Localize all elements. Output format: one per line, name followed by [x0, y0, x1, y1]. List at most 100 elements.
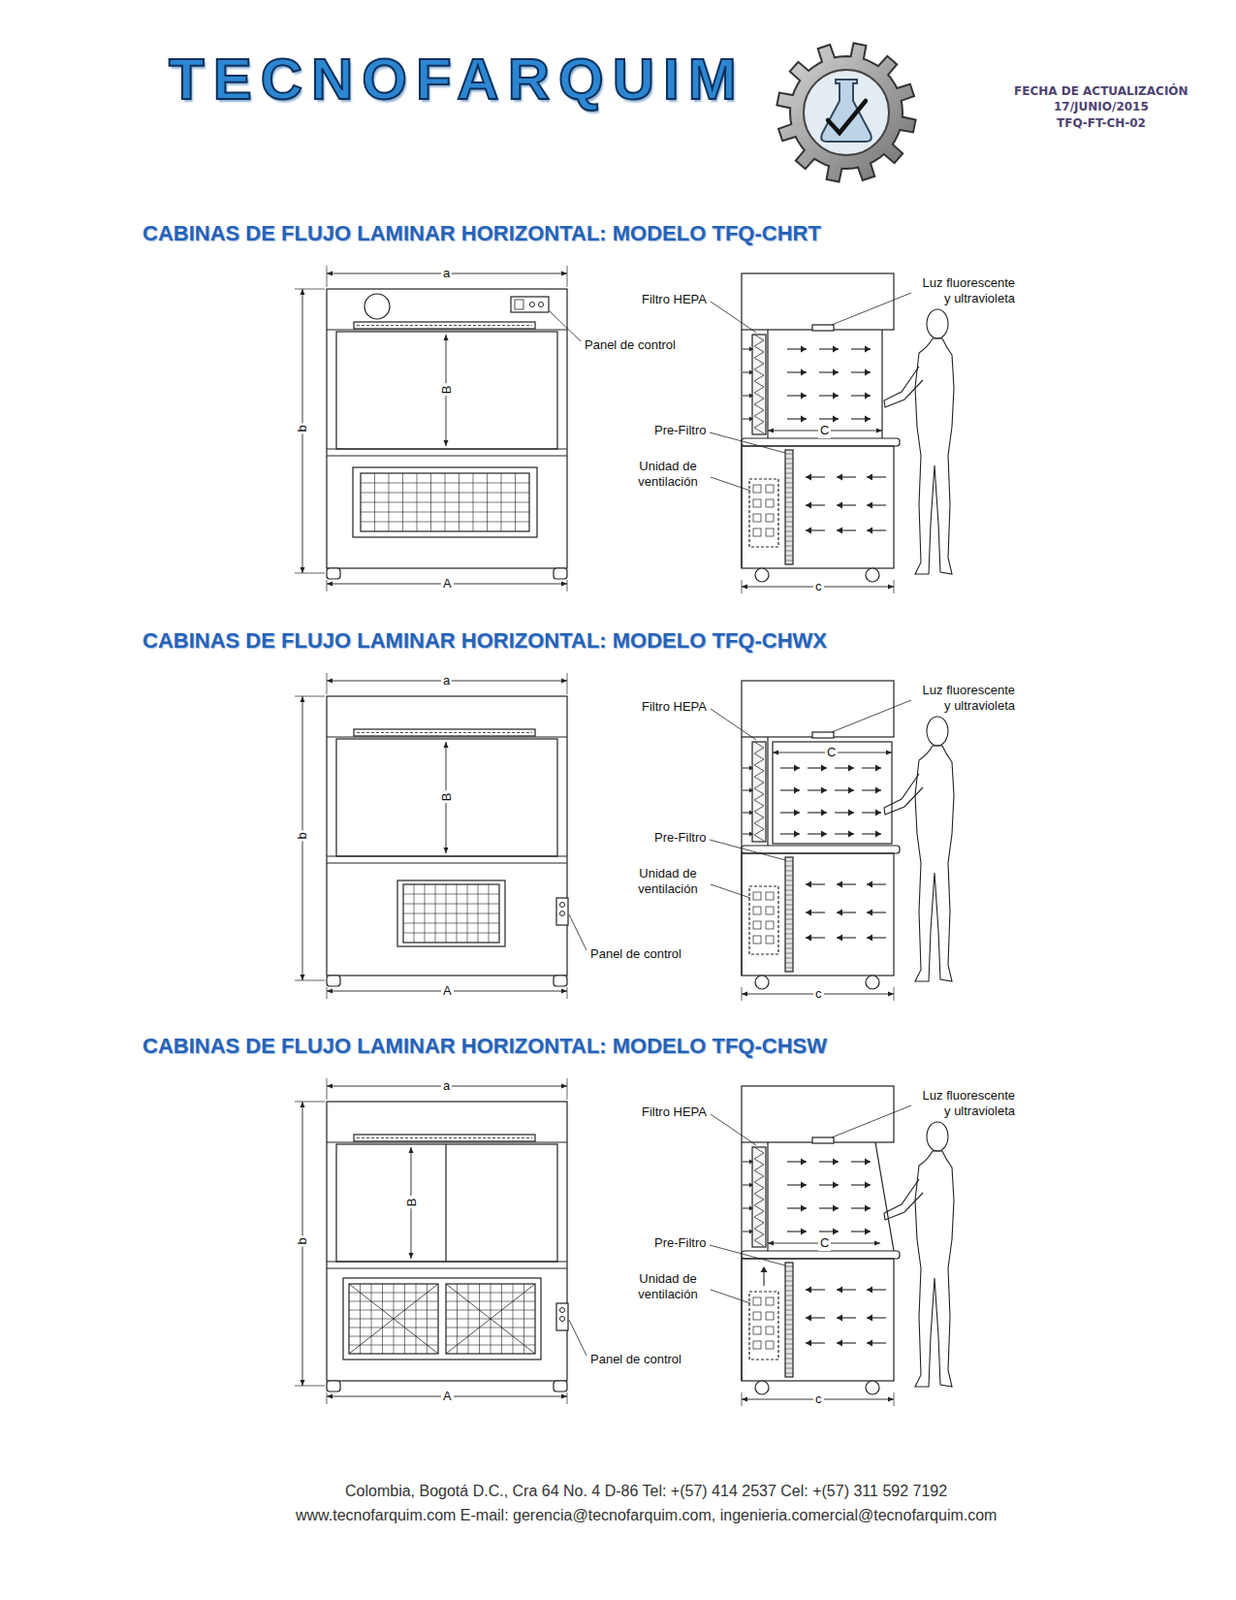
hepa-strip-line — [356, 1137, 533, 1139]
airflow-arrow-head — [866, 1339, 873, 1347]
dimension-label: C — [824, 744, 838, 761]
dimension-arrow — [876, 428, 883, 434]
pre-filter-hatch — [785, 1314, 793, 1316]
airflow-arrow-head — [832, 1158, 839, 1166]
wheel — [755, 568, 769, 582]
grille-cross — [348, 1283, 439, 1354]
hepa-strip — [353, 1134, 536, 1141]
wheel — [755, 1380, 769, 1395]
grille-line — [403, 913, 500, 915]
callout-label: Filtro HEPA — [641, 291, 707, 308]
pre-filter-hatch — [785, 555, 793, 557]
hepa-filter — [752, 334, 766, 435]
extension-line — [294, 572, 325, 574]
pre-filter-hatch — [785, 880, 793, 882]
airflow-arrow — [742, 812, 751, 814]
fan-vent — [753, 1326, 761, 1334]
fan-vent — [765, 1311, 774, 1320]
leader-line — [710, 301, 757, 333]
grille-line — [445, 1292, 536, 1294]
airflow-arrow-head — [800, 1158, 807, 1166]
grille-line — [403, 903, 500, 905]
pre-filter-hatch — [785, 904, 793, 906]
pre-filter-hatch — [785, 1372, 793, 1374]
dimension-arrow — [741, 1396, 748, 1402]
grille — [360, 473, 530, 532]
work-surface — [741, 438, 900, 446]
person-body — [915, 338, 954, 574]
airflow-arrow-head — [866, 502, 873, 509]
callout-label: Luz fluorescente y ultravioleta — [918, 682, 1015, 713]
extension-line — [294, 696, 325, 698]
pre-filter-hatch — [785, 889, 793, 891]
dimension-arrow — [741, 991, 748, 997]
dimension-arrow — [443, 741, 449, 748]
dimension-arrow — [326, 1083, 333, 1089]
dimension-arrow — [887, 991, 894, 997]
uv-lamp — [812, 324, 834, 331]
airflow-arrow-head — [866, 909, 873, 917]
grille-line — [348, 1292, 439, 1294]
airflow-arrow-head — [805, 909, 812, 917]
hepa-filter — [752, 1146, 766, 1247]
person-arm — [884, 1178, 923, 1220]
fan-vent — [753, 891, 761, 900]
extension-line — [294, 288, 325, 290]
dimension-label: A — [441, 575, 454, 592]
pre-filter-hatch — [785, 875, 793, 877]
dimension-label: c — [813, 985, 824, 1002]
cabinet-edge — [326, 861, 568, 863]
pre-filter-hatch — [785, 909, 793, 911]
airflow-arrow — [742, 1184, 751, 1186]
fan-vent — [765, 484, 774, 493]
pre-filter-hatch — [785, 870, 793, 872]
hepa-strip — [353, 321, 536, 329]
grille-line — [348, 1309, 439, 1311]
airflow-arrow-head — [821, 764, 827, 772]
callout-label: Unidad de ventilación — [629, 458, 707, 489]
filter-pleats — [754, 1146, 764, 1246]
wheel — [326, 975, 341, 986]
control-panel — [556, 1302, 569, 1331]
airflow-arrow-head — [848, 787, 855, 794]
extension-line — [567, 672, 569, 695]
wheel — [553, 1380, 568, 1392]
airflow-arrow-head — [805, 881, 812, 888]
dimension-arrow — [443, 334, 449, 341]
dimension-label: B — [439, 382, 455, 396]
callout-label: Pre-Filtro — [654, 422, 706, 439]
pre-filter-hatch — [785, 1338, 793, 1340]
wheel — [553, 568, 568, 579]
pre-filter-hatch — [785, 545, 793, 547]
airflow-arrow-head — [836, 502, 843, 509]
dimension-arrow — [874, 1240, 881, 1246]
airflow-arrow-head — [793, 787, 800, 794]
airflow-arrow-head — [832, 369, 839, 377]
cabinet-edge — [326, 447, 568, 449]
pre-filter-hatch — [785, 860, 793, 862]
hood-side — [741, 1085, 894, 1142]
pre-filter-hatch — [785, 536, 793, 538]
cabinet-edge — [326, 1260, 568, 1262]
pre-filter-hatch — [785, 1329, 793, 1331]
callout-label: Luz fluorescente y ultravioleta — [918, 1087, 1015, 1118]
pre-filter-hatch — [785, 540, 793, 542]
work-surface — [741, 1250, 900, 1259]
grille-line — [360, 502, 530, 504]
cabinet-edge — [766, 1141, 768, 1251]
fan-vent — [765, 499, 774, 508]
airflow-arrow-head — [749, 831, 754, 837]
pre-filter-hatch — [785, 865, 793, 867]
person-head — [926, 1121, 949, 1151]
pre-filter-hatch — [785, 943, 793, 945]
wheel — [865, 1380, 880, 1395]
airflow-arrow-head — [832, 1204, 839, 1212]
extension-line — [567, 265, 569, 287]
dimension-arrow — [300, 567, 306, 573]
person-head — [926, 309, 949, 339]
leader-line — [710, 1289, 751, 1303]
pre-filter-hatch — [785, 914, 793, 916]
airflow-arrow-head — [836, 1339, 843, 1347]
dimension-label: a — [441, 672, 452, 689]
dimension-arrow — [326, 581, 333, 587]
